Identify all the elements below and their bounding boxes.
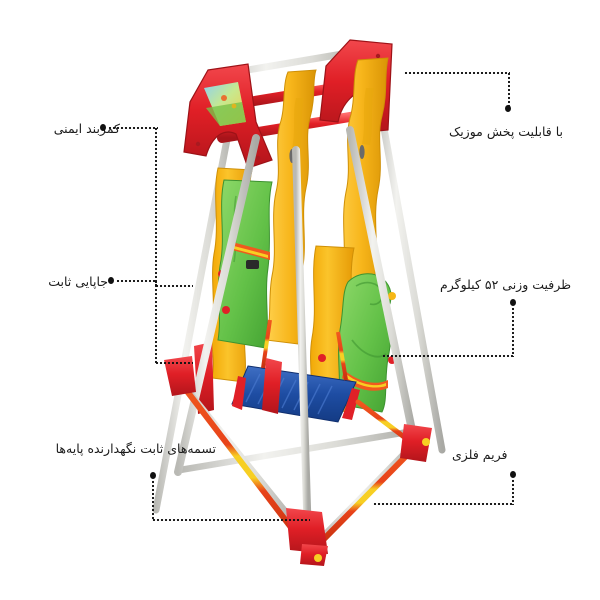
annotation-label-fixed-footrest: جاپایی ثابت [48, 274, 108, 289]
annotation-line-base-holding-straps-h [152, 519, 310, 521]
annotation-line-fixed-footrest-h2 [155, 362, 193, 364]
metal-leg [174, 126, 418, 544]
safety-belt [232, 242, 270, 269]
annotation-dot-fixed-footrest [108, 277, 114, 284]
annotation-dot-music-playback [505, 105, 511, 112]
annotation-line-safety-belt-v [155, 127, 157, 287]
annotation-dot-safety-belt [100, 124, 106, 131]
annotation-label-base-holding-straps: تسمه‌های ثابت نگهدارنده پایه‌ها [55, 441, 216, 456]
annotation-line-safety-belt-h1 [108, 127, 158, 129]
annotation-label-metal-frame: فریم فلزی [452, 447, 508, 462]
red-foot-connector [262, 358, 282, 414]
diagonal-brace-strap [261, 319, 272, 369]
yellow-hanger-arm [265, 69, 317, 345]
annotation-line-weight-capacity-h [382, 355, 514, 357]
product-illustration [152, 39, 446, 566]
metal-leg [176, 426, 424, 474]
red-corner-bracket [183, 63, 273, 169]
annotation-dot-weight-capacity [510, 299, 516, 306]
annotation-line-fixed-footrest-v [155, 280, 157, 363]
green-seat [217, 179, 273, 349]
annotation-line-weight-capacity-v [512, 307, 514, 357]
diagonal-brace-strap [336, 331, 348, 381]
annotation-dot-metal-frame [510, 471, 516, 478]
annotation-line-metal-frame-h [373, 503, 514, 505]
annotation-line-fixed-footrest-h1 [116, 280, 156, 282]
annotation-dot-base-holding-straps [150, 472, 156, 479]
annotation-label-weight-capacity: ظرفیت وزنی ۲۵ کیلوگرم [440, 277, 572, 292]
annotation-line-safety-belt-h2 [155, 285, 193, 287]
annotation-line-music-playback-h [404, 72, 510, 74]
annotation-line-base-holding-straps-v [152, 480, 154, 520]
annotation-line-metal-frame-v [512, 479, 514, 505]
annotation-line-music-playback-v [508, 72, 510, 108]
diagonal-brace-strap [313, 439, 423, 550]
annotation-label-music-playback: با قابلیت پخش موزیک [449, 124, 563, 139]
